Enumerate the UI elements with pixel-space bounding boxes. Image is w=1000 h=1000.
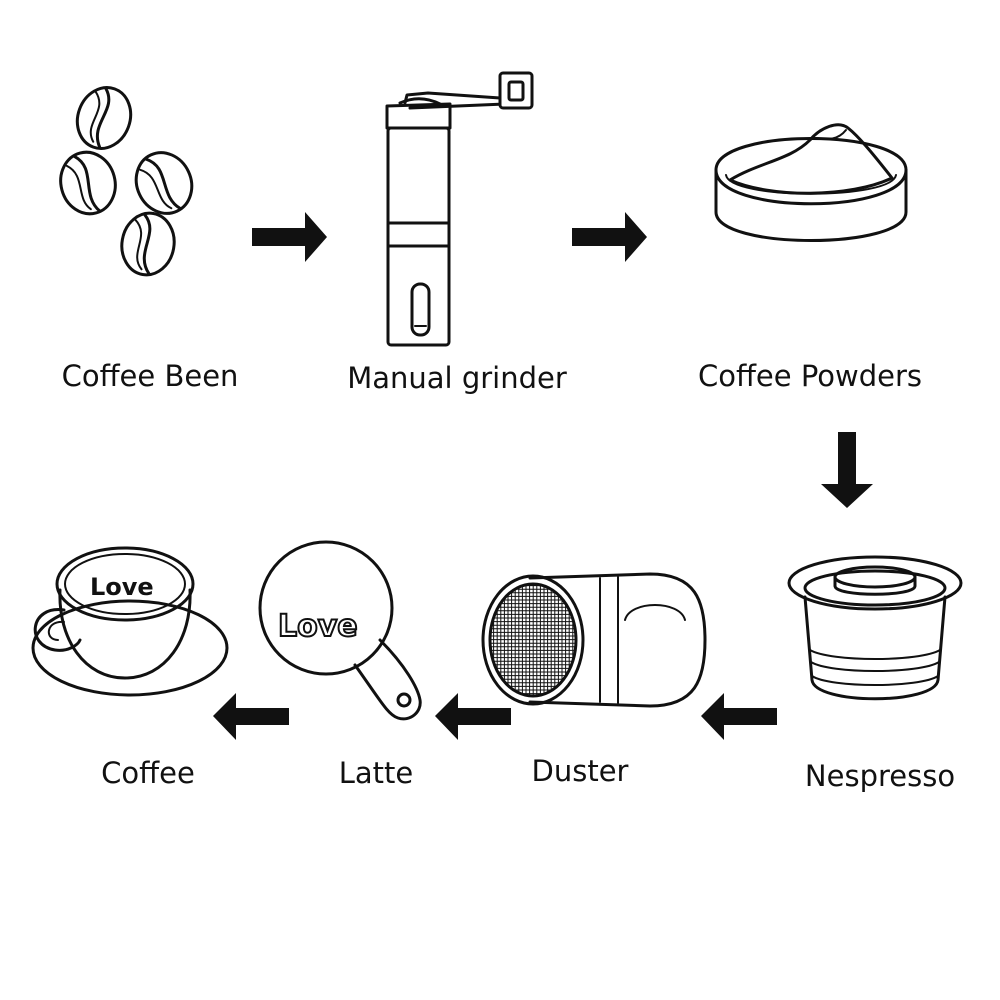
label-manual-grinder: Manual grinder [347, 361, 567, 395]
label-coffee: Coffee [101, 756, 195, 790]
arrow-left-icon [213, 693, 289, 740]
coffee-cup-icon: Love [31, 546, 229, 697]
label-coffee-beans: Coffee Been [61, 359, 239, 393]
manual-grinder-icon [385, 71, 534, 347]
label-coffee-powders: Coffee Powders [697, 359, 923, 393]
arrow-right-icon [252, 212, 327, 262]
coffee-powder-bowl-icon [714, 123, 908, 242]
arrow-down-icon [821, 432, 873, 508]
arrow-left-icon [435, 693, 511, 740]
arrow-right-icon [572, 212, 647, 262]
latte-stencil-icon: Love [258, 540, 422, 721]
duster-shaker-icon [481, 572, 707, 708]
nespresso-capsule-icon [787, 555, 963, 701]
label-latte: Latte [338, 756, 414, 790]
label-nespresso: Nespresso [804, 759, 956, 793]
stencil-love-outline: Love [278, 609, 358, 644]
label-duster: Duster [531, 754, 629, 788]
coffee-beans-icon [59, 86, 194, 277]
arrow-left-icon [701, 693, 777, 740]
latte-art-text: Love [90, 573, 154, 601]
